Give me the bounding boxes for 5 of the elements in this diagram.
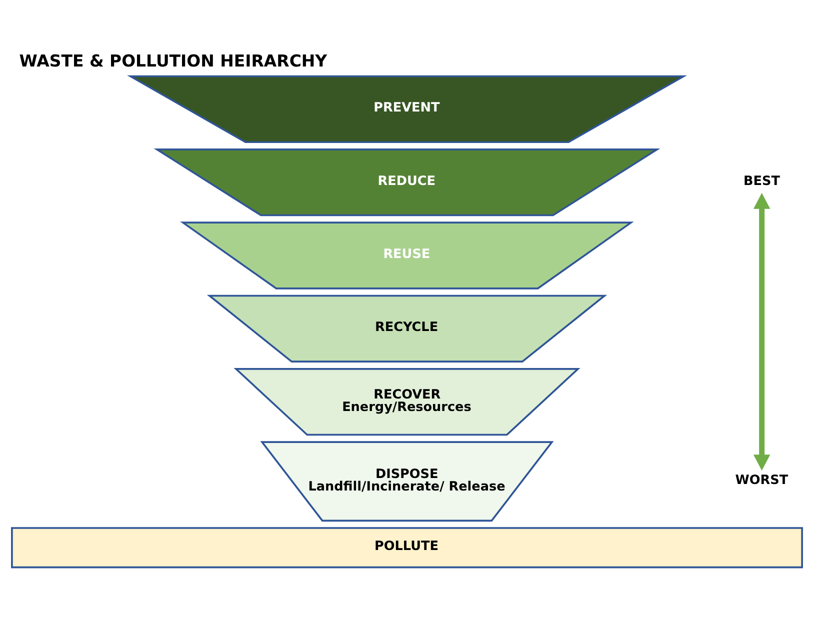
node-text: WORST (735, 472, 788, 488)
node-text: BEST (744, 173, 780, 188)
node-box: POLLUTE (11, 526, 803, 568)
arrow (753, 192, 770, 470)
diagram-title: WASTE & POLLUTION HEIRARCHY (19, 51, 328, 70)
